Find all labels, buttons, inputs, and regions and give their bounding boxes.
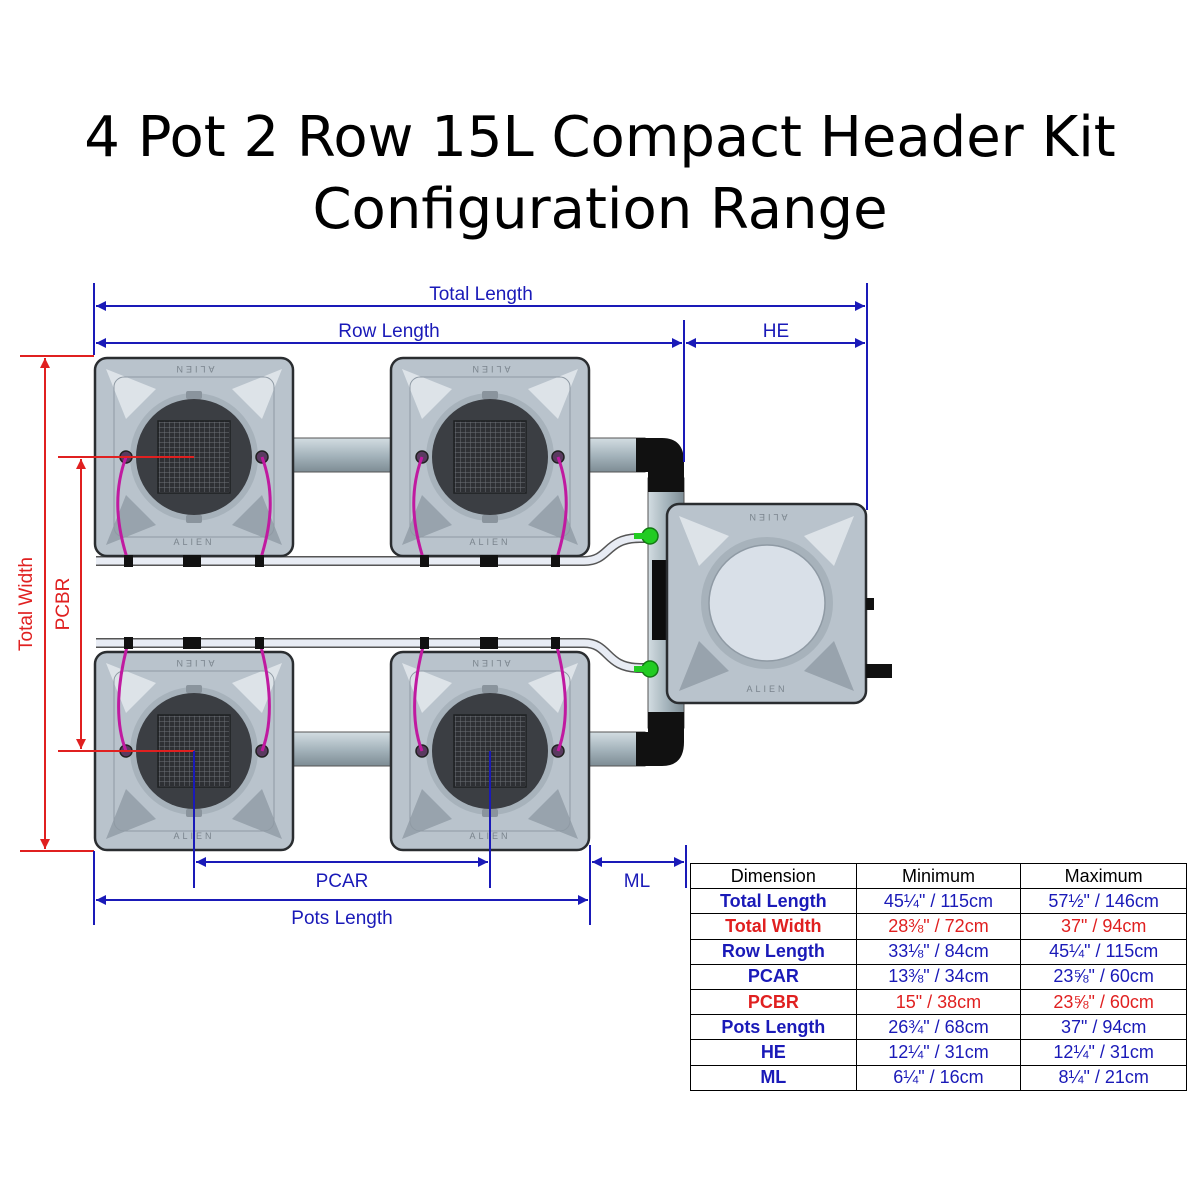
svg-text:ALIEN: ALIEN	[746, 512, 787, 522]
dim-ml: ML	[589, 845, 687, 925]
dim-row-length: Row Length	[96, 320, 685, 462]
table-row: PCAR 13⅜" / 34cm 23⅝" / 60cm	[690, 963, 1187, 990]
table-row: HE 12¼" / 31cm 12¼" / 31cm	[690, 1039, 1187, 1066]
svg-text:ALIEN: ALIEN	[746, 684, 787, 694]
dim-pcar: PCAR	[193, 751, 491, 892]
row-dimension: PCAR	[690, 963, 857, 990]
svg-text:ALIEN: ALIEN	[173, 364, 214, 374]
table-row: Total Width 28⅜" / 72cm 37" / 94cm	[690, 913, 1187, 940]
pot-4: ALIEN ALIEN	[389, 650, 591, 852]
row-minimum: 33⅛" / 84cm	[855, 938, 1022, 965]
pot-2: ALIEN ALIEN	[389, 356, 591, 558]
table-row: ML 6¼" / 16cm 8¼" / 21cm	[690, 1064, 1187, 1091]
row-maximum: 45¼" / 115cm	[1020, 938, 1187, 965]
svg-text:ALIEN: ALIEN	[469, 537, 510, 547]
row-dimension: PCBR	[690, 988, 857, 1016]
svg-text:ALIEN: ALIEN	[173, 537, 214, 547]
row-dimension: Total Width	[690, 913, 857, 940]
row-minimum: 26¾" / 68cm	[855, 1014, 1022, 1041]
page-title: 4 Pot 2 Row 15L Compact Header Kit Confi…	[0, 102, 1200, 246]
svg-text:ALIEN: ALIEN	[469, 364, 510, 374]
label-pcbr: PCBR	[53, 578, 74, 631]
dim-total-width: Total Width	[16, 355, 94, 852]
table-row: PCBR 15" / 38cm 23⅝" / 60cm	[690, 988, 1187, 1016]
label-total-length: Total Length	[429, 284, 533, 305]
row-maximum: 23⅝" / 60cm	[1020, 988, 1187, 1016]
row-maximum: 37" / 94cm	[1020, 1014, 1187, 1041]
label-he: HE	[763, 321, 789, 342]
row-maximum: 23⅝" / 60cm	[1020, 963, 1187, 990]
title-line-2: Configuration Range	[312, 177, 888, 242]
table-row: Total Length 45¼" / 115cm 57½" / 146cm	[690, 888, 1187, 915]
valve-bottom	[634, 660, 659, 678]
pot-3: ALIEN ALIEN	[93, 650, 295, 852]
drip-tubes	[116, 456, 568, 752]
label-total-width: Total Width	[16, 557, 37, 651]
row-maximum: 57½" / 146cm	[1020, 888, 1187, 915]
row-maximum: 8¼" / 21cm	[1020, 1064, 1187, 1091]
svg-text:ALIEN: ALIEN	[469, 658, 510, 668]
label-row-length: Row Length	[338, 321, 439, 342]
svg-text:ALIEN: ALIEN	[469, 831, 510, 841]
row-dimension: ML	[690, 1064, 857, 1091]
row-maximum: 12¼" / 31cm	[1020, 1039, 1187, 1066]
header-tank: ALIEN ALIEN	[665, 502, 892, 705]
dim-pcbr: PCBR	[53, 456, 194, 752]
feed-lines	[96, 533, 668, 673]
row-dimension: Pots Length	[690, 1014, 857, 1041]
pipe-row-2	[289, 731, 646, 767]
row-minimum: 6¼" / 16cm	[855, 1064, 1022, 1091]
header-maximum: Maximum	[1020, 862, 1187, 890]
valve-top	[634, 527, 659, 545]
dim-total-length: Total Length	[93, 283, 868, 510]
row-maximum: 37" / 94cm	[1020, 913, 1187, 940]
title-line-1: 4 Pot 2 Row 15L Compact Header Kit	[84, 105, 1116, 170]
row-minimum: 13⅜" / 34cm	[855, 963, 1022, 990]
tube-clips	[124, 555, 560, 649]
label-pcar: PCAR	[316, 871, 369, 892]
row-dimension: Row Length	[690, 938, 857, 965]
pot-1: ALIEN ALIEN	[93, 356, 295, 558]
row-minimum: 12¼" / 31cm	[855, 1039, 1022, 1066]
header-minimum: Minimum	[855, 862, 1022, 890]
row-dimension: Total Length	[690, 888, 857, 915]
dim-pots-length: Pots Length	[93, 851, 588, 929]
label-ml: ML	[624, 871, 650, 892]
table-row: Pots Length 26¾" / 68cm 37" / 94cm	[690, 1014, 1187, 1041]
row-minimum: 28⅜" / 72cm	[855, 913, 1022, 940]
row-minimum: 45¼" / 115cm	[855, 888, 1022, 915]
table-header-row: Dimension Minimum Maximum	[690, 862, 1187, 890]
label-pots-length: Pots Length	[291, 908, 392, 929]
row-minimum: 15" / 38cm	[855, 988, 1022, 1016]
svg-text:ALIEN: ALIEN	[173, 658, 214, 668]
table-row: Row Length 33⅛" / 84cm 45¼" / 115cm	[690, 938, 1187, 965]
header-dimension: Dimension	[690, 862, 857, 890]
svg-text:ALIEN: ALIEN	[173, 831, 214, 841]
row-dimension: HE	[690, 1039, 857, 1066]
dim-he: HE	[686, 321, 865, 348]
dimension-table: Dimension Minimum Maximum Total Length 4…	[690, 862, 1187, 1091]
